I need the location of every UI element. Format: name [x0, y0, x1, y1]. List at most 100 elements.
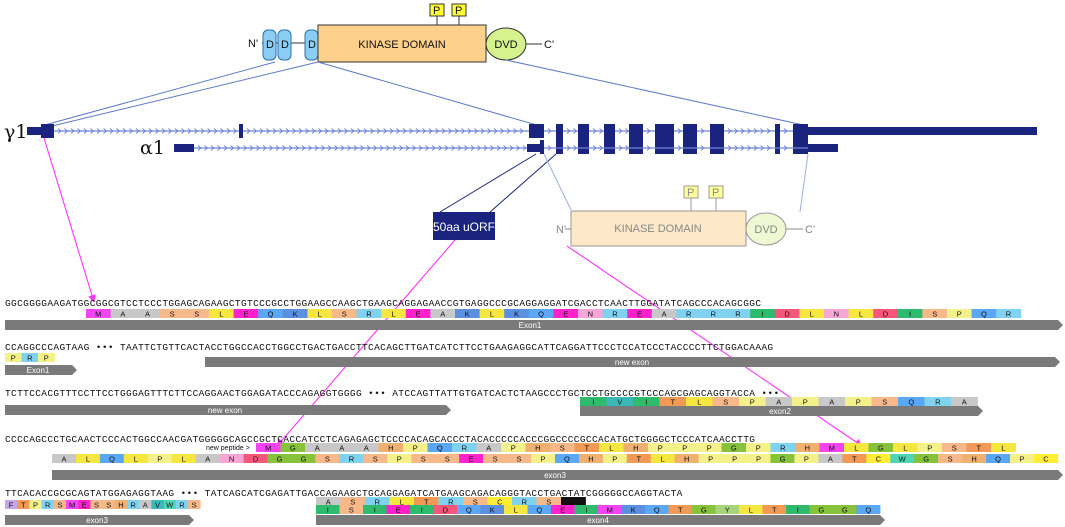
aa-letter: *: [572, 498, 575, 507]
aa-letter: A: [776, 398, 781, 407]
aa-letter: L: [661, 455, 665, 464]
aa-cell: [626, 454, 652, 463]
aa-letter: P: [707, 444, 712, 453]
aa-cell: [692, 505, 716, 514]
aa-letter: A: [143, 501, 148, 510]
aa-letter: P: [708, 455, 713, 464]
aa-cell: [414, 497, 439, 506]
aa-letter: W: [899, 455, 907, 464]
aa-letter: L: [219, 310, 223, 319]
aa-cell: [487, 497, 513, 506]
aa-letter: G: [923, 455, 929, 464]
aa-letter: H: [805, 444, 810, 453]
aa-cell: [435, 454, 460, 463]
phospho-site-1-label: P: [433, 5, 440, 17]
aa-cell: [512, 497, 537, 506]
aa-cell: [363, 505, 387, 514]
aa-cell: [951, 397, 978, 406]
aa-letter: T: [671, 398, 676, 407]
aa-cell: [365, 497, 390, 506]
aa-letter: D: [883, 310, 889, 319]
aa-cell: [746, 443, 771, 452]
aa-letter: L: [490, 310, 494, 319]
aa-cell: [147, 454, 173, 463]
aa-cell: [712, 397, 740, 406]
aa-letter: Q: [654, 506, 660, 515]
aa-letter: Q: [995, 455, 1001, 464]
aa-cell: [966, 443, 992, 452]
aa-cell: [528, 309, 554, 318]
aa-cell: [483, 454, 508, 463]
aa-letter: S: [349, 506, 354, 515]
aa-cell: [455, 309, 480, 318]
aa-letter: E: [396, 506, 401, 515]
aa-cell: [819, 443, 845, 452]
aa-cell: [280, 443, 306, 452]
aa-letter: P: [397, 455, 402, 464]
aa-cell: [459, 454, 484, 463]
aa-cell: [746, 454, 771, 463]
aa-cell: [219, 454, 244, 463]
aa-letter: W: [166, 501, 174, 510]
c-terminus-label: C': [544, 39, 554, 51]
aa-cell: [598, 505, 622, 514]
aa-cell: [786, 505, 810, 514]
c-terminus-faded: C': [805, 224, 815, 236]
aa-cell: [233, 309, 259, 318]
aa-cell: [986, 454, 1011, 463]
d-domain-2-label: D: [281, 39, 289, 51]
aa-cell: [476, 443, 502, 452]
phospho-site-1: [429, 3, 445, 17]
aa-cell: [405, 309, 431, 318]
aa-cell: [809, 505, 834, 514]
aa-letter: A: [486, 444, 491, 453]
aa-cell: [403, 443, 428, 452]
aa-letter: N: [229, 455, 234, 464]
aa-cell: [135, 309, 161, 318]
aa-letter: S: [516, 455, 521, 464]
uorf-box: [433, 212, 495, 240]
aa-cell: [378, 443, 404, 452]
aa-cell: [762, 505, 787, 514]
aa-cell: [21, 353, 39, 362]
aa-letter: Y: [725, 506, 730, 515]
aa-cell: [76, 454, 101, 463]
aa-letter: R: [130, 501, 136, 510]
aa-cell: [175, 500, 189, 509]
aa-cell: [504, 505, 528, 514]
aa-cell: [243, 454, 268, 463]
aa-letter: Q: [466, 506, 472, 515]
aa-letter: I: [592, 398, 594, 407]
aa-cell: [256, 443, 281, 452]
aa-letter: L: [391, 310, 395, 319]
aa-cell: [698, 454, 723, 463]
aa-letter: T: [637, 455, 642, 464]
aa-letter: M: [607, 506, 613, 515]
aa-letter: R: [612, 310, 618, 319]
aa-letter: Q: [536, 506, 542, 515]
aa-letter: A: [326, 498, 331, 507]
uorf-label: 50aa uORF: [433, 220, 495, 234]
aa-cell: [452, 443, 477, 452]
aa-cell: [697, 443, 722, 452]
aa-cell: [871, 397, 899, 406]
aa-letter: S: [882, 398, 887, 407]
d-domain-2: [277, 29, 292, 61]
aa-letter: V: [155, 501, 160, 510]
aa-letter: T: [21, 501, 26, 510]
aa-cell: [99, 454, 125, 463]
exon-bar-5: [580, 406, 983, 416]
exon-bar-2: [5, 365, 77, 375]
aa-letter: A: [440, 310, 445, 319]
aa-letter: S: [723, 398, 728, 407]
aa-letter: I: [645, 398, 647, 407]
aa-cell: [127, 500, 140, 509]
aa-letter: S: [445, 455, 450, 464]
aa-letter: C: [876, 455, 882, 464]
aa-letter: R: [349, 455, 355, 464]
aa-letter: A: [829, 398, 834, 407]
aa-letter: R: [522, 498, 528, 507]
aa-letter: G: [842, 506, 848, 515]
